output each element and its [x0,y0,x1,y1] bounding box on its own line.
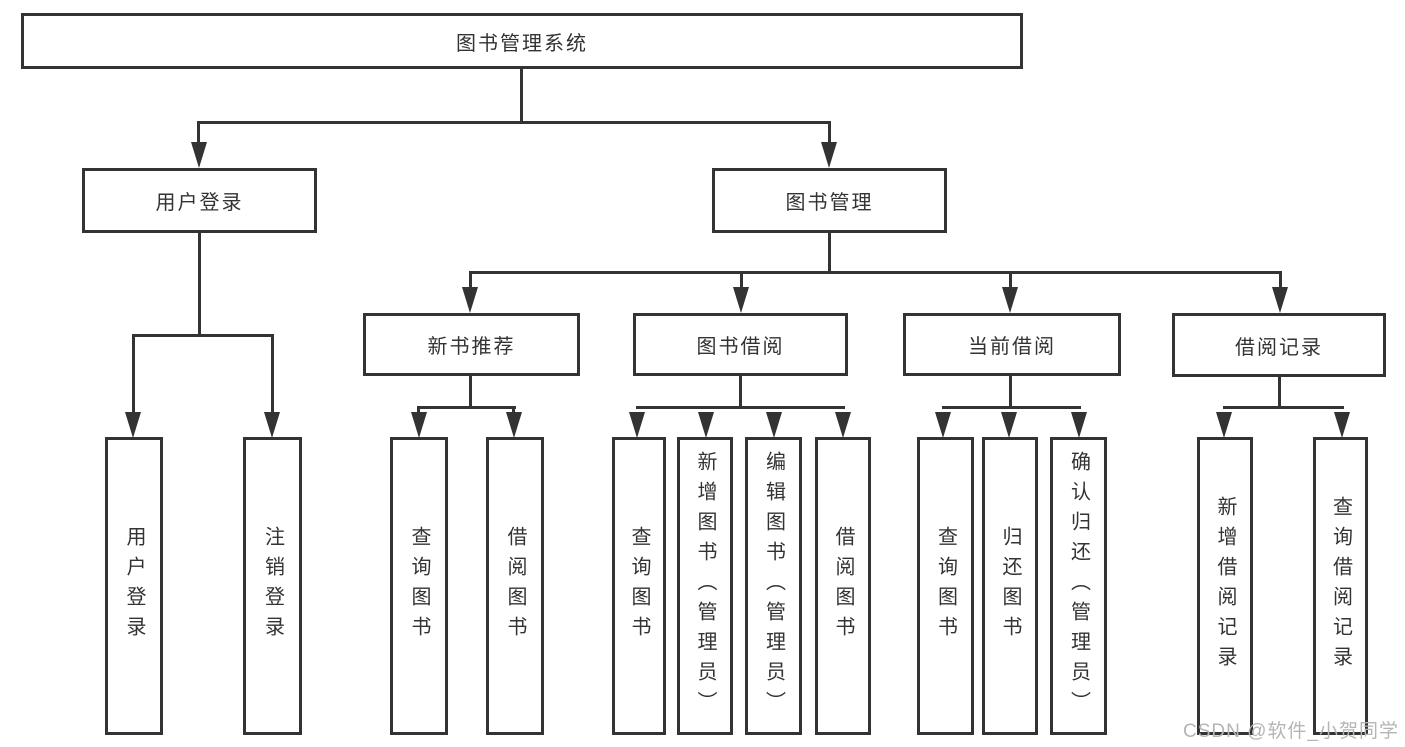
arrowhead-down-icon [1002,287,1018,313]
connector-line [942,406,1081,409]
node-current-borrow: 当前借阅 [903,313,1121,376]
connector-line [1278,377,1281,409]
leaf-user-login: 用户登录 [105,437,163,735]
leaf-query-book-1-label: 查询图书 [408,526,430,646]
node-book-borrow-label: 图书借阅 [696,336,785,358]
connector-line [198,233,201,337]
node-new-book-recommend: 新书推荐 [363,313,580,376]
leaf-query-book-3: 查询图书 [917,437,974,735]
leaf-query-book-2: 查询图书 [612,437,666,735]
leaf-confirm-return-admin-label: 确认归还（管理员） [1067,451,1090,721]
connector-line [469,271,1282,274]
connector-line [1223,406,1344,409]
arrowhead-down-icon [1001,412,1017,438]
arrowhead-down-icon [821,142,837,168]
connector-line [469,271,472,291]
node-user-login: 用户登录 [82,168,317,233]
leaf-edit-book-admin-label: 编辑图书（管理员） [762,451,785,721]
node-root-label: 图书管理系统 [456,32,588,55]
connector-line [828,233,831,274]
connector-line [512,406,515,416]
connector-line [636,406,845,409]
node-borrow-records-label: 借阅记录 [1235,336,1323,359]
arrowhead-down-icon [411,412,427,438]
arrowhead-down-icon [125,412,141,438]
node-current-borrow-label: 当前借阅 [968,336,1056,358]
node-book-borrow: 图书借阅 [633,313,848,376]
connector-line [1009,271,1012,291]
arrowhead-down-icon [935,412,951,438]
leaf-query-book-2-label: 查询图书 [628,526,650,646]
arrowhead-down-icon [1334,412,1350,438]
arrowhead-down-icon [629,412,645,438]
connector-line [197,121,831,124]
leaf-borrow-book-1-label: 借阅图书 [504,526,526,646]
arrowhead-down-icon [733,287,749,313]
leaf-add-borrow-record-label: 新增借阅记录 [1214,496,1236,676]
connector-line [271,334,274,414]
connector-line [132,334,135,414]
leaf-add-book-admin: 新增图书（管理员） [677,437,733,735]
watermark: CSDN @软件_小贺同学 [1183,721,1399,742]
connector-line [469,376,472,409]
node-borrow-records: 借阅记录 [1172,313,1386,377]
connector-line [520,69,523,124]
node-book-management: 图书管理 [712,168,947,233]
connector-line [739,376,742,409]
arrowhead-down-icon [1216,412,1232,438]
leaf-add-borrow-record: 新增借阅记录 [1197,437,1253,735]
leaf-return-book-label: 归还图书 [999,526,1021,646]
connector-line [132,334,274,337]
leaf-query-borrow-record-label: 查询借阅记录 [1329,496,1352,676]
arrowhead-down-icon [1272,287,1288,313]
connector-line [417,406,516,409]
arrowhead-down-icon [462,287,478,313]
arrowhead-down-icon [191,142,207,168]
leaf-edit-book-admin: 编辑图书（管理员） [745,437,802,735]
node-root: 图书管理系统 [21,13,1023,69]
arrowhead-down-icon [766,412,782,438]
leaf-borrow-book-1: 借阅图书 [486,437,544,735]
leaf-confirm-return-admin: 确认归还（管理员） [1050,437,1107,735]
arrowhead-down-icon [835,412,851,438]
leaf-query-book-1: 查询图书 [390,437,448,735]
node-new-book-recommend-label: 新书推荐 [427,336,516,358]
leaf-logout: 注销登录 [243,437,302,735]
connector-line [1279,271,1282,291]
leaf-add-book-admin-label: 新增图书（管理员） [694,451,716,721]
leaf-borrow-book-2: 借阅图书 [815,437,871,735]
leaf-user-login-label: 用户登录 [123,526,145,646]
connector-line [197,121,200,145]
node-user-login-label: 用户登录 [155,192,244,214]
arrowhead-down-icon [264,412,280,438]
leaf-logout-label: 注销登录 [261,526,284,646]
connector-line [1009,376,1012,409]
connector-line [828,121,831,145]
arrowhead-down-icon [506,412,522,438]
connector-line [417,406,420,416]
node-book-management-label: 图书管理 [785,192,874,214]
leaf-query-book-3-label: 查询图书 [934,526,957,646]
leaf-return-book: 归还图书 [982,437,1038,735]
connector-line [740,271,743,291]
leaf-query-borrow-record: 查询借阅记录 [1313,437,1368,735]
leaf-borrow-book-2-label: 借阅图书 [832,526,854,646]
arrowhead-down-icon [698,412,714,438]
arrowhead-down-icon [1071,412,1087,438]
